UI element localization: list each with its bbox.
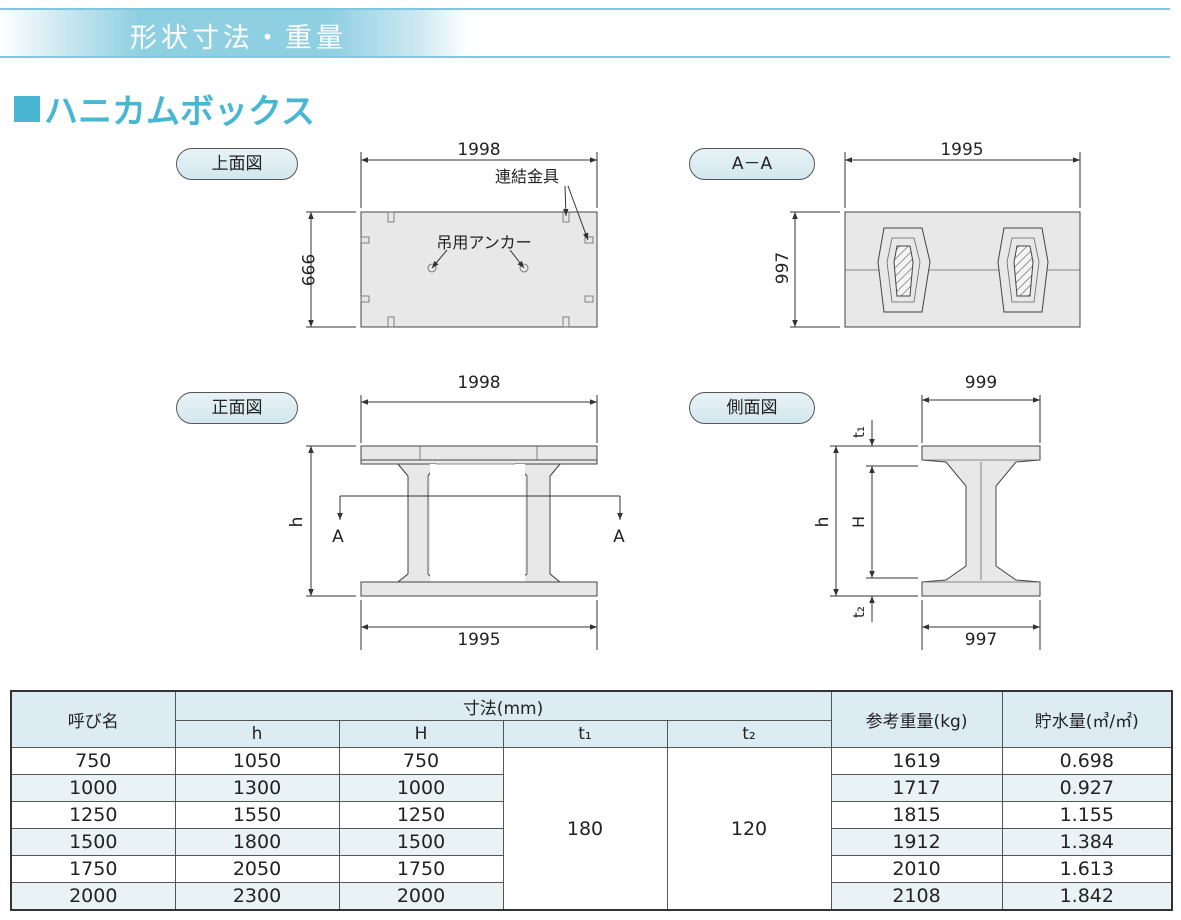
spec-table: 呼び名 寸法(mm) 参考重量(kg) 貯水量(㎥/㎡) h H t₁ t₂ 7… — [10, 690, 1174, 911]
section-aa-drawing: 1995 997 — [773, 140, 1081, 328]
side-bottom-width-dim: 997 — [965, 630, 997, 650]
square-bullet-icon — [14, 95, 40, 122]
header-nominal: 呼び名 — [10, 690, 176, 748]
cell-H: 1250 — [338, 801, 504, 829]
cell-storage: 0.927 — [1001, 774, 1173, 802]
cell-t2: 120 — [666, 747, 832, 911]
section-width-dim: 1995 — [940, 140, 983, 160]
cell-nominal: 750 — [10, 747, 176, 775]
table-row: 1750 2050 1750 2010 1.613 — [10, 855, 1173, 883]
table-row: 1500 1800 1500 1912 1.384 — [10, 828, 1173, 856]
cell-storage: 1.384 — [1001, 828, 1173, 856]
cell-weight: 1912 — [830, 828, 1003, 856]
fitting-label: 連結金具 — [495, 167, 559, 186]
cell-H: 1000 — [338, 774, 504, 802]
header-storage: 貯水量(㎥/㎡) — [1001, 690, 1173, 748]
cell-h: 2050 — [174, 855, 340, 883]
side-t2-label: t₂ — [850, 606, 868, 618]
cell-storage: 1.613 — [1001, 855, 1173, 883]
section-title-text: ハニカムボックス — [44, 92, 315, 132]
header-weight: 参考重量(kg) — [830, 690, 1003, 748]
cell-h: 1050 — [174, 747, 340, 775]
cell-nominal: 1250 — [10, 801, 176, 829]
drawings-canvas: 1998 999 吊用アンカー 連結金具 1995 997 — [287, 140, 1081, 650]
cell-nominal: 1750 — [10, 855, 176, 883]
cell-storage: 0.698 — [1001, 747, 1173, 775]
section-mark-left: A — [332, 527, 344, 547]
header-t1: t₁ — [502, 720, 668, 748]
section-mark-right: A — [613, 527, 625, 547]
side-top-width-dim: 999 — [965, 373, 997, 393]
header-band: 形状寸法・重量 — [0, 8, 1170, 58]
top-view-drawing: 1998 999 吊用アンカー 連結金具 — [297, 140, 598, 328]
view-label-top: 上面図 — [176, 148, 298, 180]
section-title: ハニカムボックス — [14, 84, 315, 133]
table-row: 1250 1550 1250 1815 1.155 — [10, 801, 1173, 829]
header-h: h — [174, 720, 340, 748]
table-row: 750 1050 750 180 120 1619 0.698 — [10, 747, 1173, 911]
side-H-label: H — [849, 516, 868, 528]
cell-storage: 1.842 — [1001, 882, 1173, 911]
page-title: 形状寸法・重量 — [130, 23, 347, 54]
view-label-front: 正面図 — [176, 392, 298, 424]
cell-t1: 180 — [502, 747, 668, 911]
top-width-dim: 1998 — [457, 140, 500, 160]
view-label-section-aa: A－A — [689, 148, 815, 180]
cell-weight: 2010 — [830, 855, 1003, 883]
cell-weight: 1815 — [830, 801, 1003, 829]
cell-nominal: 1000 — [10, 774, 176, 802]
section-depth-dim: 997 — [773, 252, 793, 284]
cell-H: 2000 — [338, 882, 504, 911]
cell-h: 1300 — [174, 774, 340, 802]
header-dimensions: 寸法(mm) — [174, 690, 832, 721]
front-bottom-width-dim: 1995 — [457, 630, 500, 650]
anchor-label: 吊用アンカー — [436, 233, 531, 252]
front-top-width-dim: 1998 — [457, 373, 500, 393]
table-row: 2000 2300 2000 2108 1.842 — [10, 882, 1173, 911]
header-t2: t₂ — [666, 720, 832, 748]
cell-weight: 2108 — [830, 882, 1003, 911]
cell-storage: 1.155 — [1001, 801, 1173, 829]
front-view-drawing: 1998 h A A 1995 — [287, 373, 625, 650]
front-height-label: h — [287, 517, 307, 528]
side-view-drawing: 999 h H t₁ t₂ 997 — [813, 373, 1041, 650]
side-t1-label: t₁ — [850, 426, 868, 438]
cell-H: 1750 — [338, 855, 504, 883]
top-depth-dim: 999 — [297, 254, 317, 286]
cell-nominal: 1500 — [10, 828, 176, 856]
header-H: H — [338, 720, 504, 748]
side-h-label: h — [813, 517, 833, 528]
cell-h: 2300 — [174, 882, 340, 911]
cell-weight: 1619 — [830, 747, 1003, 775]
cell-nominal: 2000 — [10, 882, 176, 911]
cell-H: 750 — [338, 747, 504, 775]
cell-weight: 1717 — [830, 774, 1003, 802]
cell-h: 1800 — [174, 828, 340, 856]
cell-H: 1500 — [338, 828, 504, 856]
cell-h: 1550 — [174, 801, 340, 829]
view-label-side: 側面図 — [689, 392, 815, 424]
